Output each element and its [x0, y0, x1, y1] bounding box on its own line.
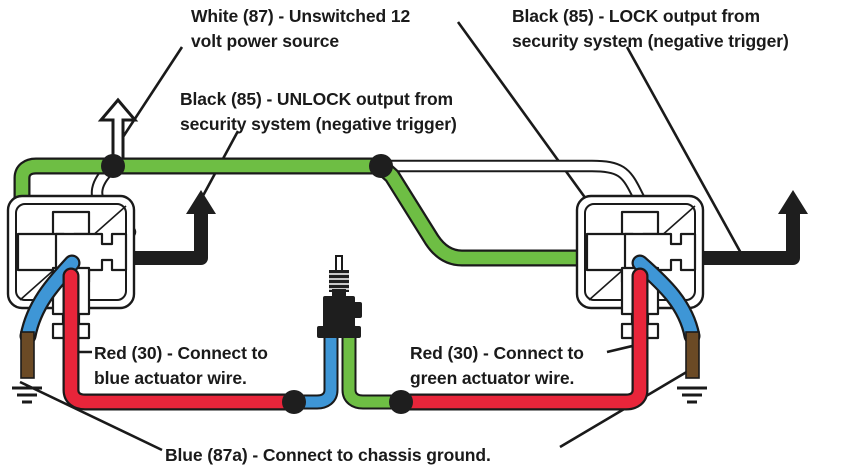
wire-red-right: [392, 267, 649, 411]
door-lock-actuator: [317, 255, 362, 338]
label-red-30-blue: Red (30) - Connect to blue actuator wire…: [94, 343, 268, 388]
wire-black-unlock: [112, 190, 216, 265]
leader-white-87-right: [456, 21, 596, 211]
actuator-neck: [332, 289, 346, 297]
junction-green-white-left: [101, 154, 125, 178]
junction-red-green-actuator: [389, 390, 413, 414]
actuator-housing: [323, 296, 355, 328]
actuator-lead-blue: [282, 322, 339, 410]
relay-socket-right: [575, 194, 705, 340]
wire-red-left: [62, 267, 303, 411]
actuator-base-flange: [317, 326, 361, 338]
wire-black-lock: [668, 190, 808, 265]
wire-black-unlock-arrow: [186, 190, 216, 214]
chassis-ground-symbol-left: [12, 386, 42, 404]
label-red-blue-line1: Red (30) - Connect to: [94, 343, 268, 363]
label-blue-87a: Blue (87a) - Connect to chassis ground.: [165, 445, 491, 465]
junction-dots: [101, 154, 413, 414]
label-white-87-line1: White (87) - Unswitched 12: [191, 6, 410, 26]
actuator-side-tab: [352, 302, 362, 318]
leader-white-87: [119, 46, 184, 141]
label-blue-87a-line1: Blue (87a) - Connect to chassis ground.: [165, 445, 491, 465]
wire-blue-left-stripped-copper: [20, 331, 35, 379]
label-red-blue-line2: blue actuator wire.: [94, 368, 247, 388]
label-black-85-unlock: Black (85) - UNLOCK output from security…: [180, 89, 457, 134]
label-red-green-line2: green actuator wire.: [410, 368, 574, 388]
leader-ground-left: [19, 380, 163, 452]
label-red-30-green: Red (30) - Connect to green actuator wir…: [410, 343, 584, 388]
label-black-lock-line1: Black (85) - LOCK output from: [512, 6, 760, 26]
label-white-87: White (87) - Unswitched 12 volt power so…: [191, 6, 411, 51]
chassis-ground-symbol-right: [677, 386, 707, 404]
label-black-unlock-line2: security system (negative trigger): [180, 114, 457, 134]
junction-green-white-right: [369, 154, 393, 178]
junction-red-blue-actuator: [282, 390, 306, 414]
label-black-lock-line2: security system (negative trigger): [512, 31, 789, 51]
label-black-unlock-line1: Black (85) - UNLOCK output from: [180, 89, 453, 109]
label-black-85-lock: Black (85) - LOCK output from security s…: [512, 6, 789, 51]
label-white-87-line2: volt power source: [191, 31, 339, 51]
wire-blue-ground-right: [631, 254, 701, 379]
wire-blue-right-stripped-copper: [685, 331, 700, 379]
leader-black-lock: [625, 46, 744, 256]
wire-black-lock-arrow: [778, 190, 808, 214]
actuator-threaded-shaft: [329, 270, 349, 292]
leader-lines: [19, 21, 744, 452]
actuator-rod: [335, 255, 343, 273]
label-red-green-line1: Red (30) - Connect to: [410, 343, 584, 363]
actuator-lead-green: [341, 322, 413, 410]
